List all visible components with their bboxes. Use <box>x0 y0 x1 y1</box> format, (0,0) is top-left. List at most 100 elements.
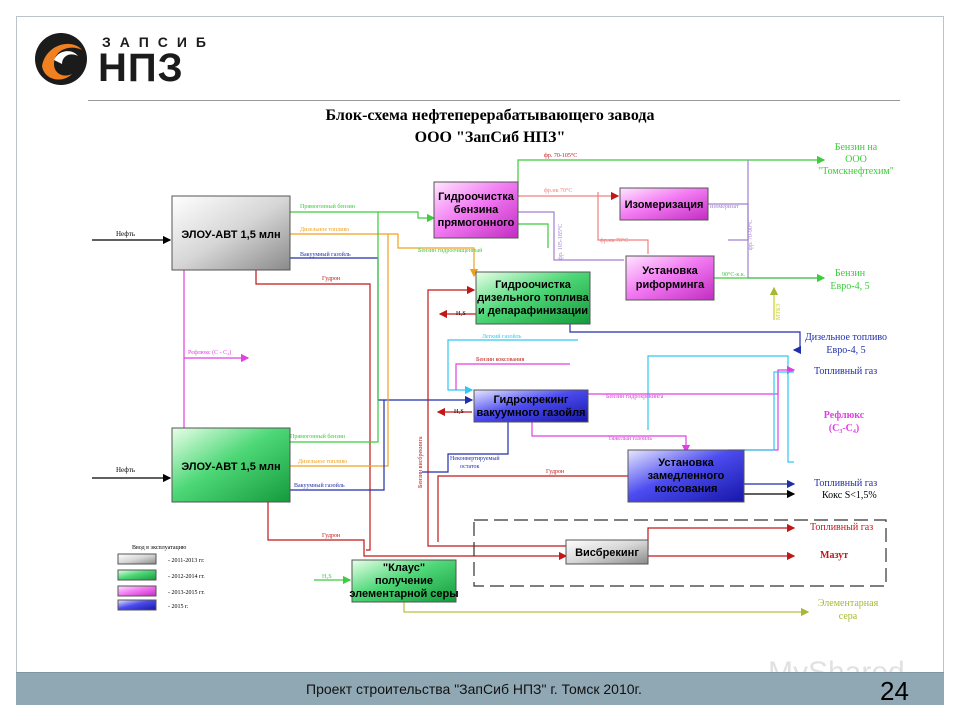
svg-text:Гидроочистка: Гидроочистка <box>495 279 572 291</box>
flow-coking-gasoline <box>455 363 570 390</box>
svg-text:получение: получение <box>375 575 433 587</box>
footer-text: Проект строительства "ЗапСиб НПЗ" г. Том… <box>306 681 642 697</box>
svg-text:элементарной серы: элементарной серы <box>349 588 458 600</box>
flow-diesel-return <box>647 355 794 463</box>
svg-text:Установка: Установка <box>642 265 698 277</box>
svg-text:и депарафинизации: и депарафинизации <box>478 305 588 317</box>
flow-fr-70-90 <box>728 160 749 241</box>
svg-text:Установка: Установка <box>658 457 714 469</box>
label-cut-90-kk: 90°C-к.к. <box>722 271 746 278</box>
footer-bar: Проект строительства "ЗапСиб НПЗ" г. Том… <box>16 672 944 705</box>
svg-text:Гидроочистка: Гидроочистка <box>438 191 515 203</box>
svg-text:коксования: коксования <box>655 483 718 495</box>
unit-elou-1: ЭЛОУ-АВТ 1,5 млн <box>171 195 291 271</box>
svg-text:Бензин: Бензин <box>835 268 866 279</box>
product-fuel-oil: Мазут <box>820 550 848 561</box>
visbreaking-dashed-region <box>473 519 887 587</box>
svg-text:Висбрекинг: Висбрекинг <box>575 547 639 559</box>
slide-frame <box>16 16 944 704</box>
flow-fr-105-185 <box>514 211 624 261</box>
company-logo: ЗАПСИБ НПЗ <box>32 28 232 92</box>
label-fr-105-185: фр. 105-185°C <box>557 224 564 260</box>
flow-fr-nk-70-b <box>597 192 649 254</box>
label-visbreaking-gasoline: Бензин висбрекинга <box>417 436 424 488</box>
label-diesel-fuel-1: Дизельное топливо <box>300 227 349 233</box>
flow-tar-2 <box>267 502 568 561</box>
flow-isomerizate <box>708 203 818 279</box>
flow-sulfur <box>403 598 810 617</box>
flow-coking-to-reflux <box>744 370 779 451</box>
flow-light-gasoil <box>447 339 578 395</box>
flame-logo-icon <box>35 33 87 85</box>
svg-text:Рефлюкс: Рефлюкс <box>824 410 865 421</box>
label-tar-1: Гудрон <box>322 276 341 282</box>
legend-item-1: - 2011-2013 гг. <box>168 558 205 564</box>
product-sulfur: Элементарная сера <box>818 598 879 622</box>
label-hydrocracking-gasoline: Бензин гидрокрекинга <box>606 394 664 400</box>
label-fr-nk-70-a: фр.нк 70°C <box>544 187 572 194</box>
diagram-title-line2: ООО "ЗапСиб НПЗ" <box>415 129 566 146</box>
product-fuel-gas-2: Топливный газ <box>814 478 877 489</box>
flow-unconverted-residue <box>422 422 509 473</box>
legend-swatch-blue <box>117 599 157 611</box>
legend-title: Ввод в эксплуатацию <box>132 545 187 551</box>
product-gasoline-tomsk: Бензин на ООО "Томскнефтехим" <box>818 142 894 177</box>
flow-diesel-fuel-2 <box>290 234 389 467</box>
flow-straight-gasoline-1 <box>290 211 436 223</box>
label-tar-2: Гудрон <box>322 533 341 539</box>
refinery-block-diagram: Блок-схема нефтеперерабатывающего завода… <box>88 100 900 622</box>
flow-straight-gasoline-2 <box>290 212 379 443</box>
flow-tar-3 <box>437 475 630 542</box>
unit-gasoline-hydrotreating: Гидроочистка бензина прямогонного <box>433 181 519 239</box>
svg-text:риформинга: риформинга <box>636 279 705 291</box>
flow-coking-diesel <box>728 371 794 451</box>
legend-swatch-gray <box>117 553 157 565</box>
label-straight-gasoline-1: Прямогонный бензин <box>300 203 356 210</box>
flow-tar-1 <box>255 270 371 551</box>
label-h2s-2: H₂S <box>454 409 464 415</box>
svg-text:Бензин на: Бензин на <box>835 142 878 153</box>
label-straight-gasoline-2: Прямогонный бензин <box>290 433 346 440</box>
svg-text:бензина: бензина <box>454 204 499 216</box>
label-oil-2: Нефть <box>116 466 135 474</box>
logo-brand-main: НПЗ <box>98 46 184 90</box>
label-hydrotreated-gasoline: Бензин гидроочищенный <box>418 247 483 254</box>
product-diesel-euro: Дизельное топливо Евро-4, 5 <box>805 332 887 356</box>
svg-text:ЭЛОУ-АВТ 1,5 млн: ЭЛОУ-АВТ 1,5 млн <box>181 229 280 241</box>
svg-text:"Клаус": "Клаус" <box>383 562 425 574</box>
label-reflux-c: Рефлюкс (C - C₄) <box>188 349 231 356</box>
flow-fr-70-105 <box>517 155 826 192</box>
product-reflux: Рефлюкс (C₃-C₄) <box>824 410 865 434</box>
label-fr-70-90: фр. 70-90°C <box>747 220 754 250</box>
flow-vacuum-gasoil-1 <box>290 257 474 405</box>
label-mtbe: МТБЭ <box>776 304 782 320</box>
flow-fuel-gas-3 <box>647 523 796 550</box>
unit-hydrocracking: Гидрокрекинг вакуумного газойля <box>473 389 589 423</box>
label-unconverted-residue-2: остаток <box>460 464 480 470</box>
unit-visbreaking: Висбрекинг <box>565 539 649 565</box>
svg-text:ЭЛОУ-АВТ 1,5 млн: ЭЛОУ-АВТ 1,5 млн <box>181 461 280 473</box>
diagram-title-line1: Блок-схема нефтеперерабатывающего завода <box>326 107 655 124</box>
legend-item-2: - 2012-2014 гг. <box>168 574 205 580</box>
label-vacuum-gasoil-2: Вакуумный газойль <box>294 482 345 489</box>
label-tar-3: Гудрон <box>546 469 565 475</box>
label-unconverted-residue-1: Неконвертируемый <box>450 455 500 462</box>
legend-item-4: - 2015 г. <box>168 604 189 610</box>
unit-claus: "Клаус" получение элементарной серы <box>349 559 459 603</box>
svg-text:Элементарная: Элементарная <box>818 598 879 609</box>
svg-text:сера: сера <box>839 611 858 622</box>
product-coke: Кокс S<1,5% <box>822 490 877 501</box>
svg-text:Дизельное топливо: Дизельное топливо <box>805 332 887 343</box>
label-fr-nk-70-b: фр.нк 70°C <box>600 237 628 244</box>
svg-text:замедленного: замедленного <box>648 470 725 482</box>
product-fuel-gas-3: Топливный газ <box>810 522 873 533</box>
unit-elou-2: ЭЛОУ-АВТ 1,5 млн <box>171 427 291 503</box>
label-coking-gasoline: Бензин коксования <box>476 357 524 363</box>
flow-heavy-gasoil <box>531 422 691 454</box>
unit-delayed-coking: Установка замедленного коксования <box>627 449 745 503</box>
svg-text:ООО: ООО <box>845 154 867 165</box>
logo-brand-top: ЗАПСИБ <box>102 34 215 50</box>
svg-text:(C₃-C₄): (C₃-C₄) <box>829 423 859 434</box>
svg-text:Евро-4, 5: Евро-4, 5 <box>826 345 865 356</box>
page-number: 24 <box>880 676 909 706</box>
